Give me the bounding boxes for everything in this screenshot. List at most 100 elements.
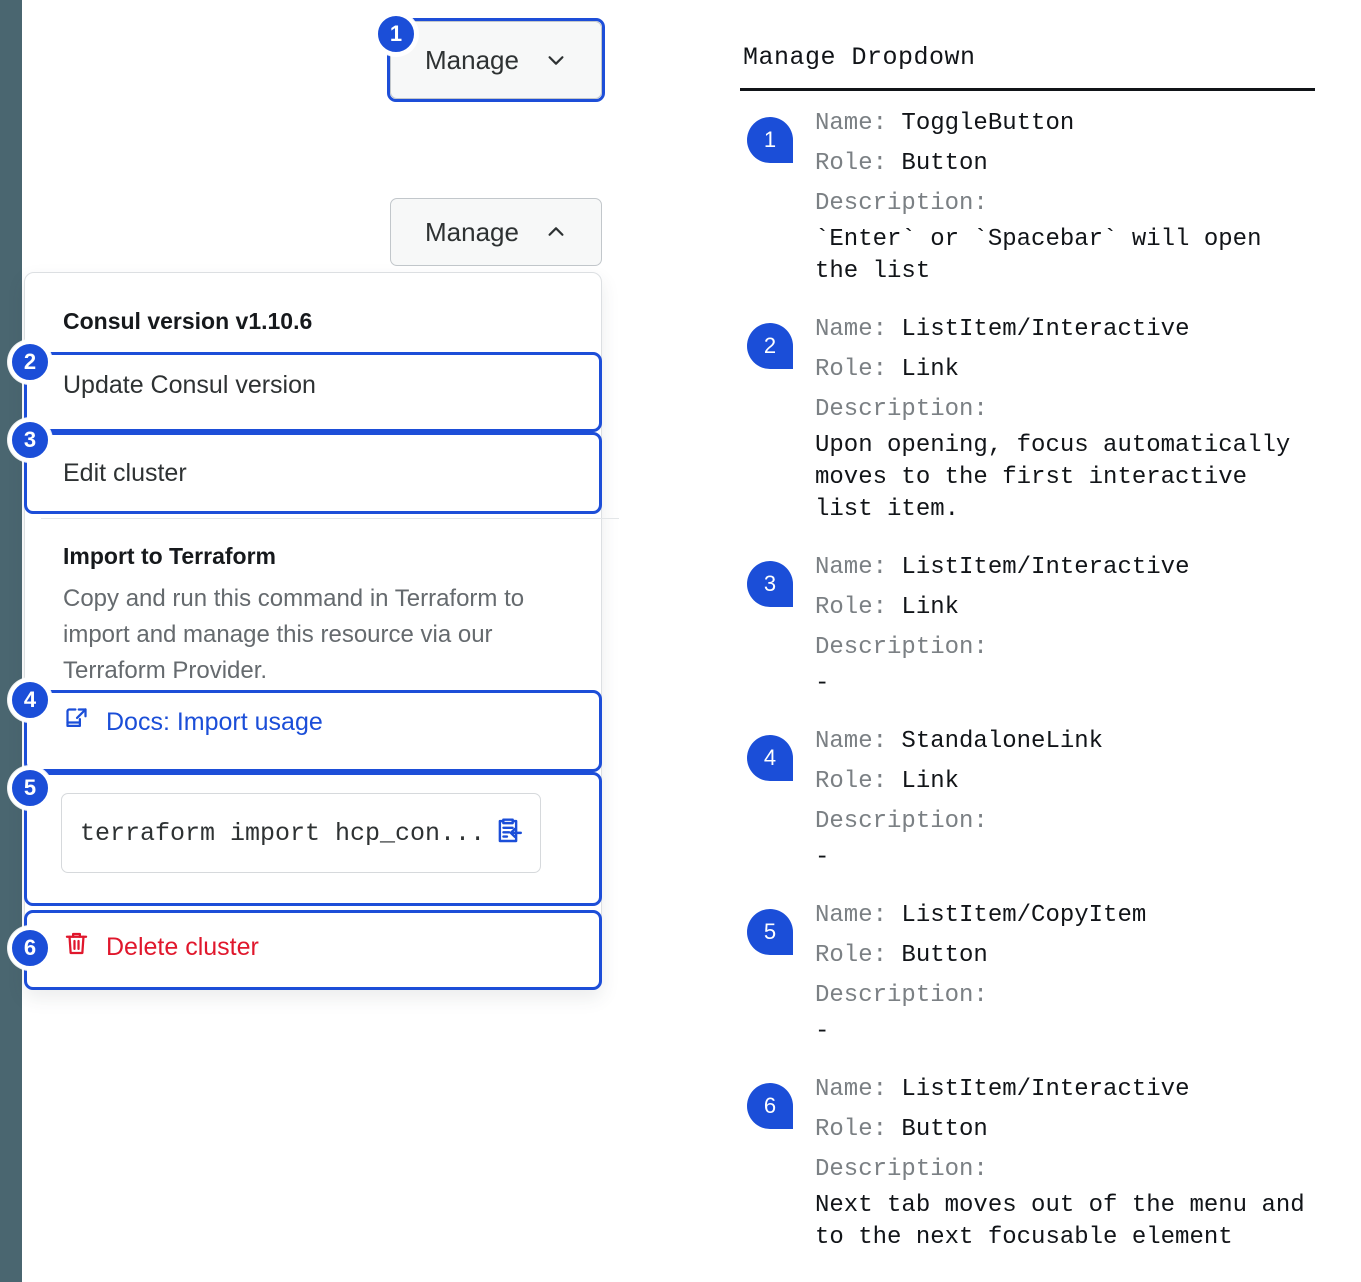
legend-badge-4: 4 xyxy=(747,735,793,781)
legend-badge-2: 2 xyxy=(747,323,793,369)
manage-dropdown-toggle-open[interactable]: Manage xyxy=(390,198,602,266)
legend-badge-1: 1 xyxy=(747,117,793,163)
consul-version-heading: Consul version v1.10.6 xyxy=(63,308,313,334)
callout-badge-4: 4 xyxy=(8,678,52,722)
callout-badge-1: 1 xyxy=(374,12,418,56)
legend-description-body: Next tab moves out of the menu and to th… xyxy=(815,1192,1305,1251)
legend-role: Role: Button xyxy=(815,936,1340,976)
menu-item-copy-command[interactable]: terraform import hcp_con... xyxy=(25,771,603,901)
legend-description-label: Description: xyxy=(815,976,1340,1016)
legend-description-label-key: Description: xyxy=(815,634,1003,661)
terraform-command-text: terraform import hcp_con... xyxy=(80,818,486,848)
clipboard-copy-icon[interactable] xyxy=(492,815,524,852)
manage-dropdown-panel: Consul version v1.10.6 Update Consul ver… xyxy=(24,272,619,990)
menu-item-update-consul-version[interactable]: Update Consul version xyxy=(25,351,603,419)
legend-description-label: Description: xyxy=(815,628,1340,668)
legend-role: Role: Button xyxy=(815,1110,1340,1150)
legend-name-key: Name: xyxy=(815,110,902,137)
legend-role-key: Role: xyxy=(815,1116,902,1143)
legend-name-key: Name: xyxy=(815,728,902,755)
legend-description-label: Description: xyxy=(815,1150,1340,1190)
legend-badge-3: 3 xyxy=(747,561,793,607)
legend-name-key: Name: xyxy=(815,1076,902,1103)
manage-dropdown-toggle-closed[interactable]: Manage xyxy=(390,21,602,99)
legend-role: Role: Button xyxy=(815,144,1340,184)
legend-name-value: ListItem/CopyItem xyxy=(901,902,1147,929)
legend-name-value: ToggleButton xyxy=(901,110,1075,137)
legend-role: Role: Link xyxy=(815,588,1340,628)
delete-cluster-label: Delete cluster xyxy=(106,932,259,961)
legend-name-key: Name: xyxy=(815,902,902,929)
callout-badge-6: 6 xyxy=(8,926,52,970)
menu-item-edit-cluster[interactable]: Edit cluster xyxy=(25,439,603,507)
callout-badge-3: 3 xyxy=(8,418,52,462)
legend-name: Name: ToggleButton xyxy=(815,104,1340,144)
manage-toggle-label-open: Manage xyxy=(425,216,519,247)
legend-role: Role: Link xyxy=(815,350,1340,390)
legend-name-value: ListItem/Interactive xyxy=(901,316,1190,343)
legend-role-value: Link xyxy=(901,594,960,621)
docs-link-label: Docs: Import usage xyxy=(106,707,323,736)
legend-role-key: Role: xyxy=(815,150,902,177)
legend-name: Name: ListItem/CopyItem xyxy=(815,896,1340,936)
import-to-terraform-heading: Import to Terraform xyxy=(63,543,276,569)
legend-description-body: - xyxy=(815,844,830,871)
legend-description-label-key: Description: xyxy=(815,190,1003,217)
legend-title: Manage Dropdown xyxy=(743,43,976,72)
terraform-command-field[interactable]: terraform import hcp_con... xyxy=(61,793,541,873)
legend-badge-6: 6 xyxy=(747,1083,793,1129)
menu-item-update-label: Update Consul version xyxy=(63,370,316,399)
import-description-text: Copy and run this command in Terraform t… xyxy=(63,585,525,684)
legend-description-body: Upon opening, focus automatically moves … xyxy=(815,432,1291,523)
legend-description-label-key: Description: xyxy=(815,808,1003,835)
legend-role-value: Link xyxy=(901,768,960,795)
legend-name-value: StandaloneLink xyxy=(901,728,1104,755)
legend-rule xyxy=(740,88,1315,91)
legend-description-body: `Enter` or `Spacebar` will open the list xyxy=(815,226,1262,285)
menu-item-docs-import-usage[interactable]: Docs: Import usage xyxy=(25,691,603,753)
legend-name: Name: ListItem/Interactive xyxy=(815,310,1340,350)
ui-mock-pane: Manage 1 Manage Consul version v1.10.6 U… xyxy=(8,12,619,990)
legend-description-label: Description: xyxy=(815,390,1340,430)
legend-name-key: Name: xyxy=(815,316,902,343)
legend-role-key: Role: xyxy=(815,942,902,969)
docs-external-link-icon xyxy=(63,705,90,739)
legend-name-value: ListItem/Interactive xyxy=(901,554,1190,581)
legend-role-key: Role: xyxy=(815,356,902,383)
legend-description-body: - xyxy=(815,1018,830,1045)
menu-divider xyxy=(41,518,619,519)
legend-role-value: Link xyxy=(901,356,960,383)
manage-toggle-label: Manage xyxy=(425,44,519,75)
legend-description-label: Description: xyxy=(815,184,1340,224)
legend-name-key: Name: xyxy=(815,554,902,581)
legend-name: Name: ListItem/Interactive xyxy=(815,548,1340,588)
callout-badge-2: 2 xyxy=(8,340,52,384)
legend-description-label: Description: xyxy=(815,802,1340,842)
callout-badge-5: 5 xyxy=(8,766,52,810)
legend-role-key: Role: xyxy=(815,768,902,795)
menu-item-edit-label: Edit cluster xyxy=(63,458,187,487)
legend-name: Name: ListItem/Interactive xyxy=(815,1070,1340,1110)
legend-role-value: Button xyxy=(901,150,988,177)
legend-name-value: ListItem/Interactive xyxy=(901,1076,1190,1103)
legend-role-key: Role: xyxy=(815,594,902,621)
trash-icon xyxy=(63,930,90,964)
menu-item-delete-cluster[interactable]: Delete cluster xyxy=(25,913,603,981)
legend-role: Role: Link xyxy=(815,762,1340,802)
legend-description-label-key: Description: xyxy=(815,1156,1003,1183)
legend-description-body: - xyxy=(815,670,830,697)
legend-badge-5: 5 xyxy=(747,909,793,955)
chevron-up-icon xyxy=(545,221,567,243)
legend-name: Name: StandaloneLink xyxy=(815,722,1340,762)
legend-description-label-key: Description: xyxy=(815,396,1003,423)
chevron-down-icon xyxy=(545,49,567,71)
legend-description-label-key: Description: xyxy=(815,982,1003,1009)
